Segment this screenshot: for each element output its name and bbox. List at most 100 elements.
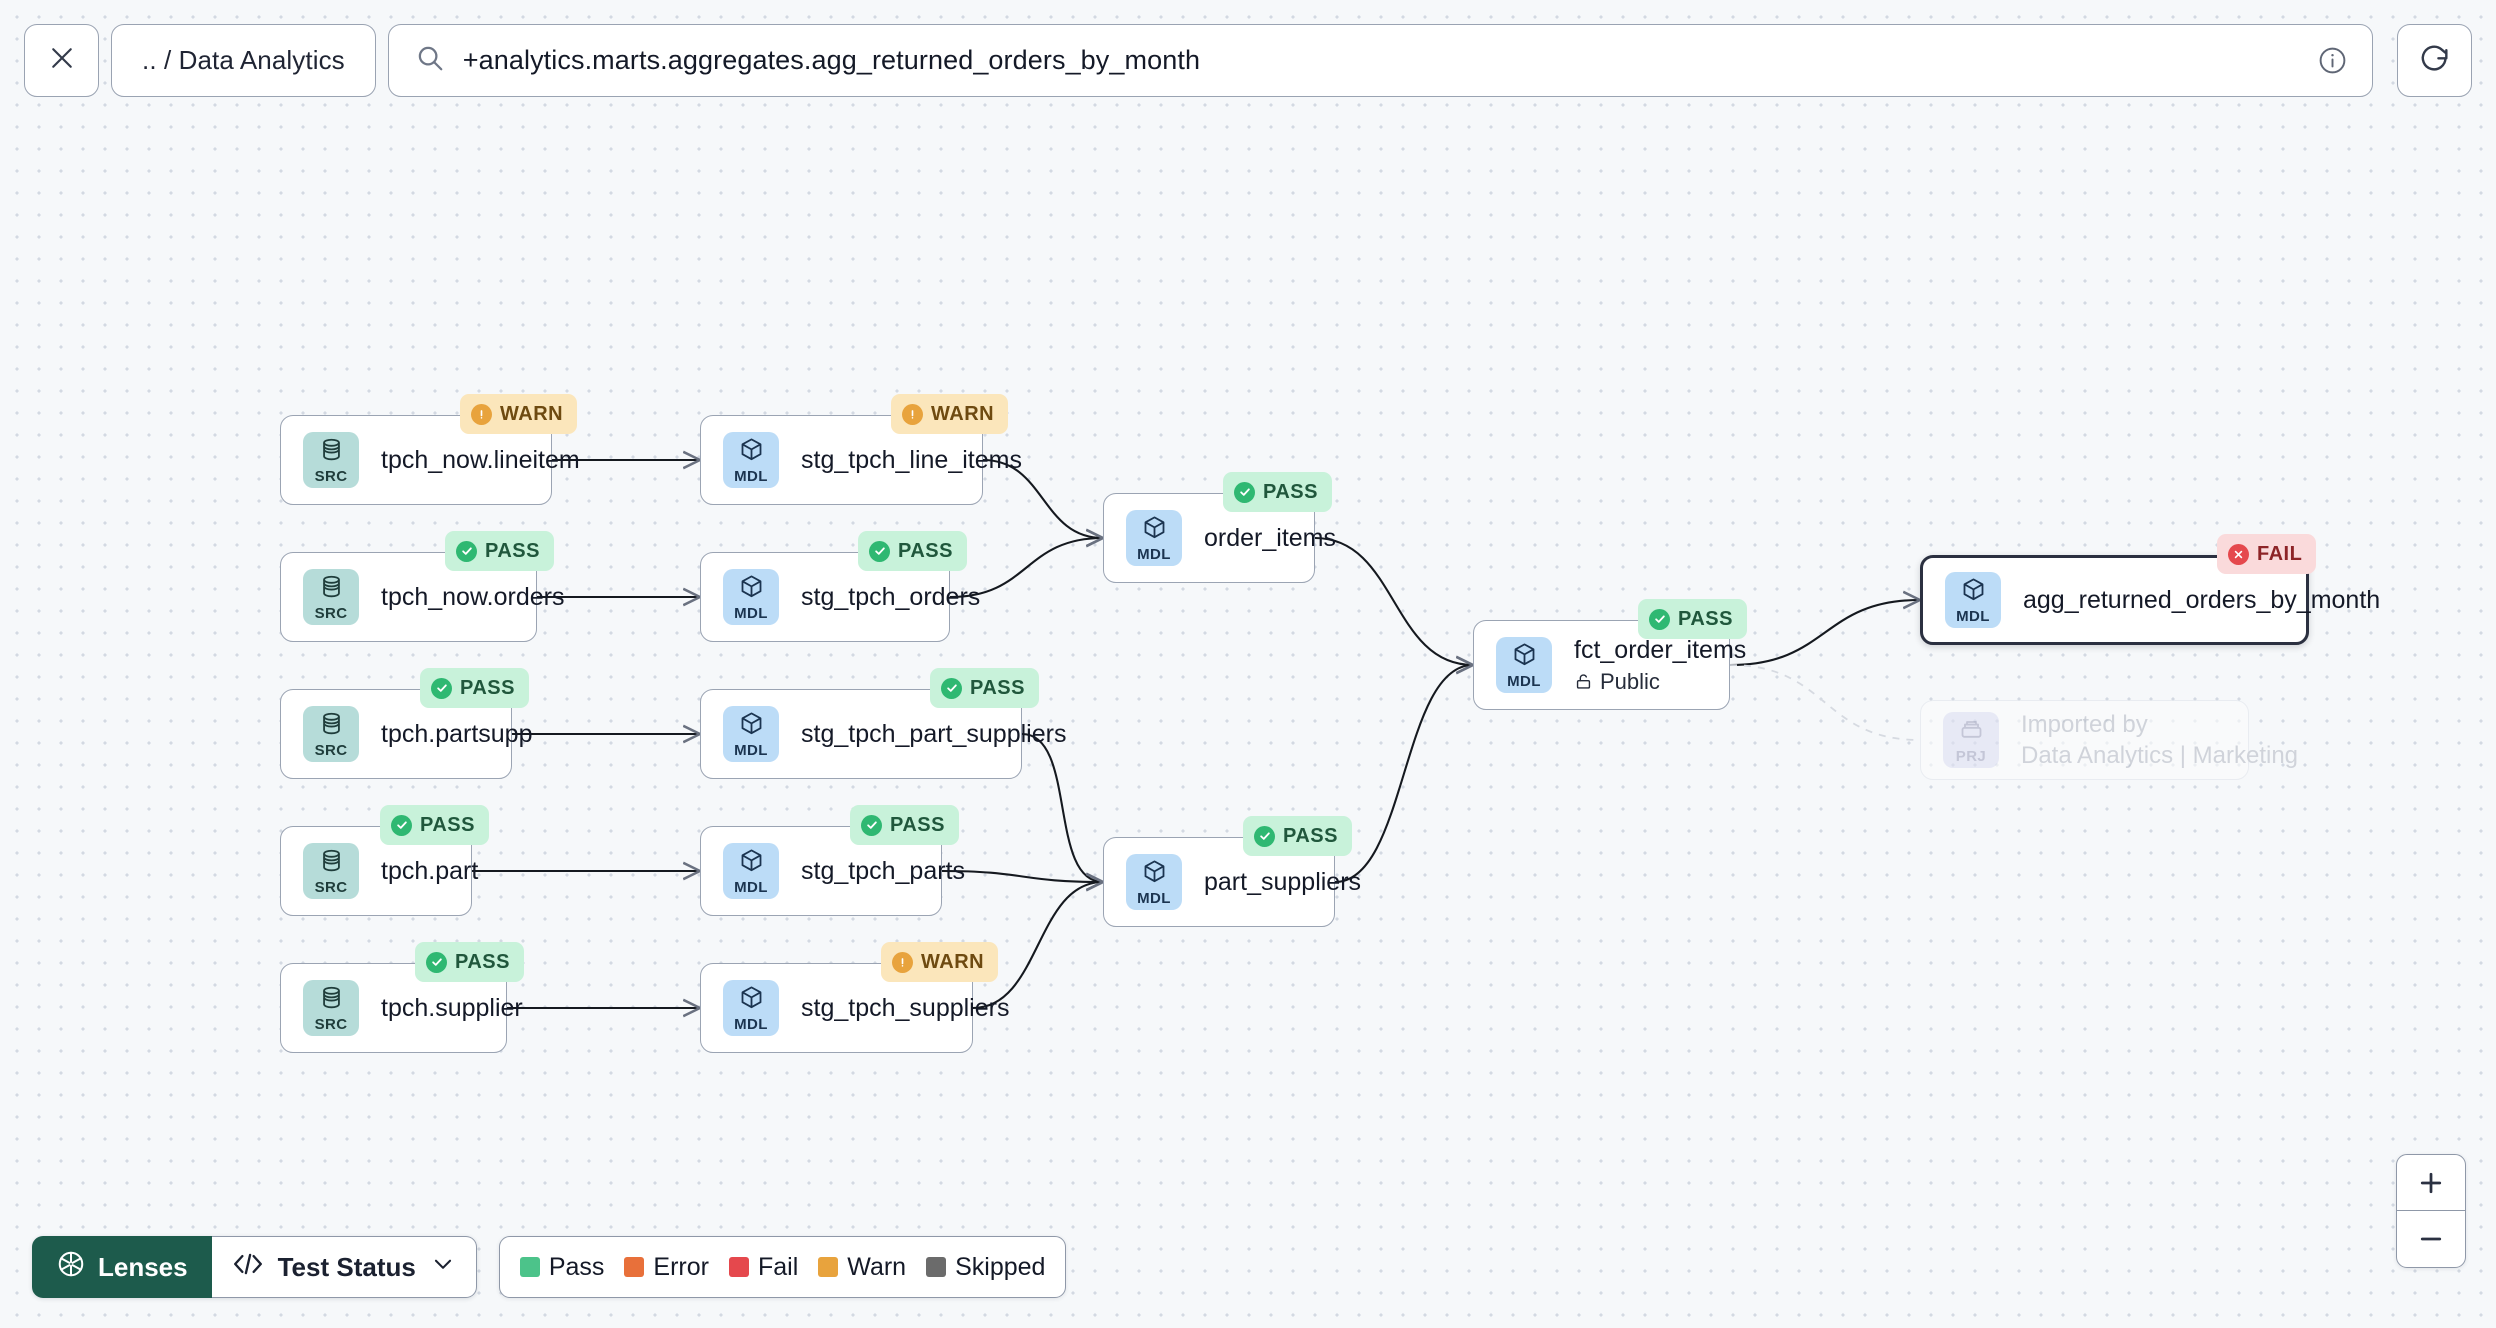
node-subtitle-label: Public [1600,668,1660,694]
status-dot-icon [471,403,492,425]
graph-node-stg_tpch_parts[interactable]: MDL stg_tpch_parts [700,826,965,916]
legend-item-warn[interactable]: Warn [818,1253,906,1282]
close-icon [47,43,77,78]
node-type-badge-src: SRC [303,843,359,899]
status-badge-label: WARN [921,950,985,973]
node-type-label: MDL [734,742,768,759]
edge-part_suppliers-to-fct_order_items [1334,665,1473,884]
legend-label: Fail [757,1252,799,1281]
status-badge-pass[interactable]: PASS [850,805,959,845]
status-badge-pass[interactable]: PASS [1638,599,1747,639]
status-badge-warn[interactable]: WARN [460,394,578,434]
node-title: order_items [1204,523,1336,552]
database-icon [318,573,345,605]
node-title: fct_order_items [1574,636,1747,665]
node-title: stg_tpch_parts [801,856,965,885]
cube-icon [1511,641,1538,673]
status-badge-label: PASS [420,813,475,836]
node-type-badge-src: SRC [303,980,359,1036]
status-badge-label: WARN [931,402,995,425]
node-type-label: MDL [1137,890,1171,907]
legend-swatch-icon [926,1257,947,1277]
search-bar[interactable]: +analytics.marts.aggregates.agg_returned… [387,23,2373,97]
zoom-in-button[interactable] [2397,1155,2465,1211]
node-label-group: stg_tpch_parts [801,856,965,887]
test-status-label: Test Status [277,1251,416,1282]
info-icon[interactable] [2317,45,2348,76]
breadcrumb-label: .. / Data Analytics [142,44,345,75]
edge-stg_tpch_part_suppliers-to-part_suppliers [1021,732,1103,882]
legend-item-fail[interactable]: Fail [728,1252,799,1282]
test-status-dropdown[interactable]: Test Status [211,1236,477,1298]
status-badge-pass[interactable]: PASS [420,668,529,708]
zoom-controls [2396,1154,2466,1268]
node-label-group: tpch_now.lineitem [381,445,580,476]
status-badge-pass[interactable]: PASS [858,531,967,571]
status-dot-icon [869,540,890,562]
node-label-group: tpch_now.orders [381,582,565,613]
zoom-out-button[interactable] [2397,1211,2465,1267]
status-badge-label: PASS [1678,607,1733,630]
node-title: tpch.part [381,856,479,885]
status-badge-fail[interactable]: FAIL [2217,534,2317,574]
database-icon [318,436,345,468]
edge-stg_tpch_parts-to-part_suppliers [941,869,1103,882]
node-title: tpch.partsupp [381,719,533,748]
graph-node-tpch_supplier[interactable]: SRC tpch.supplier [280,963,523,1053]
lenses-label: Lenses [98,1251,188,1282]
close-button[interactable] [24,23,99,97]
cube-icon [738,710,765,742]
legend-item-skipped[interactable]: Skipped [926,1253,1045,1282]
status-badge-pass[interactable]: PASS [1243,816,1352,856]
legend-item-pass[interactable]: Pass [519,1253,604,1282]
node-type-badge-src: SRC [303,706,359,762]
chevron-down-icon [430,1251,456,1284]
refresh-icon [2418,41,2452,80]
node-title: stg_tpch_line_items [801,445,1022,474]
status-dot-icon [391,814,412,836]
node-type-badge-prj: PRJ [1943,712,1999,768]
status-badge-label: PASS [1283,824,1338,847]
node-type-label: SRC [314,468,348,485]
node-type-badge-mdl: MDL [723,706,779,762]
graph-node-stg_tpch_suppliers[interactable]: MDL stg_tpch_suppliers [700,963,1009,1053]
database-icon [318,710,345,742]
status-badge-pass[interactable]: PASS [415,942,524,982]
cube-icon [738,984,765,1016]
node-type-badge-src: SRC [303,569,359,625]
status-badge-label: PASS [890,813,945,836]
status-badge-pass[interactable]: PASS [930,668,1039,708]
node-title: Imported by [2021,710,2148,738]
lenses-button[interactable]: Lenses [32,1236,212,1298]
graph-node-tpch_partsupp[interactable]: SRC tpch.partsupp [280,689,533,779]
status-badge-pass[interactable]: PASS [445,531,554,571]
refresh-button[interactable] [2397,23,2472,97]
node-label-group: tpch.supplier [381,993,523,1024]
minus-icon [2420,1237,2442,1241]
graph-node-tpch_part[interactable]: SRC tpch.part [280,826,479,916]
search-input[interactable]: +analytics.marts.aggregates.agg_returned… [462,44,1201,75]
plus-icon [2420,1172,2442,1193]
node-type-label: MDL [1956,608,1990,625]
status-dot-icon [902,403,923,425]
node-title: part_suppliers [1204,867,1362,896]
status-badge-warn[interactable]: WARN [891,394,1009,434]
status-badge-pass[interactable]: PASS [1223,472,1332,512]
node-type-label: MDL [734,879,768,896]
breadcrumb[interactable]: .. / Data Analytics [111,23,376,97]
node-label-group: fct_order_items Public [1574,635,1747,695]
legend-item-error[interactable]: Error [624,1253,709,1282]
status-badge-pass[interactable]: PASS [380,805,489,845]
node-title: tpch_now.orders [381,582,565,611]
status-dot-icon [1234,481,1255,503]
node-label-group: stg_tpch_suppliers [801,993,1009,1024]
status-legend: Pass Error Fail Warn Skipped [498,1236,1067,1298]
status-badge-warn[interactable]: WARN [881,942,999,982]
node-title: stg_tpch_orders [801,582,981,611]
status-dot-icon [892,951,913,973]
node-type-label: MDL [734,1016,768,1033]
